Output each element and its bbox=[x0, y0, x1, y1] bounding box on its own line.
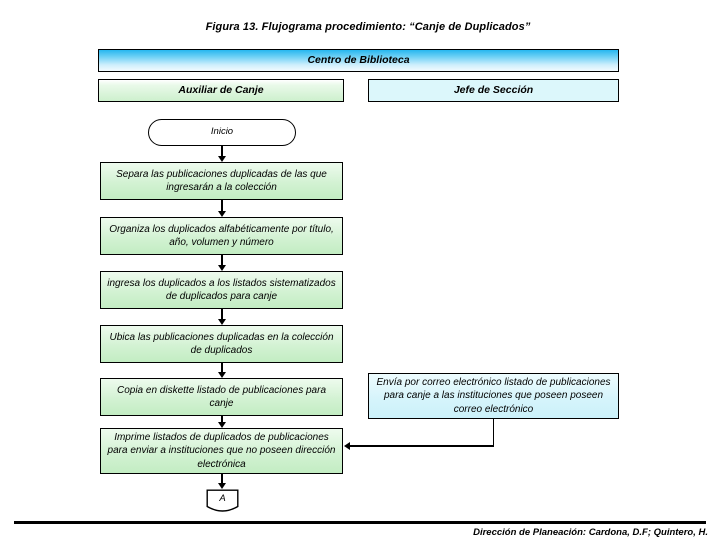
page-title: Figura 13. Flujograma procedimiento: “Ca… bbox=[205, 21, 531, 33]
node-ingresa-duplicados-listados: ingresa los duplicados a los listados si… bbox=[100, 271, 343, 309]
footer-divider bbox=[14, 521, 706, 524]
connector-organiza-to-ingresa bbox=[221, 255, 223, 265]
arrowhead-separa-to-organiza bbox=[218, 211, 226, 217]
connector-separa-to-organiza bbox=[221, 200, 223, 211]
arrowhead-imprime-to-a bbox=[218, 483, 226, 489]
arrowhead-copia-to-imprime bbox=[218, 422, 226, 428]
connector-envia-drop bbox=[492, 419, 495, 446]
node-organiza-duplicados: Organiza los duplicados alfabéticamente … bbox=[100, 217, 343, 255]
connector-copia-to-imprime bbox=[221, 416, 223, 422]
node-connector-a bbox=[206, 489, 239, 514]
connector-inicio-to-separa bbox=[221, 146, 223, 156]
connector-envia-to-imprime bbox=[350, 445, 494, 447]
node-copia-diskette: Copia en diskette listado de publicacion… bbox=[100, 378, 343, 416]
node-envia-correo-electronico: Envía por correo electrónico listado de … bbox=[368, 373, 619, 419]
lane-header-auxiliar-de-canje: Auxiliar de Canje bbox=[98, 79, 344, 102]
node-separa-publicaciones: Separa las publicaciones duplicadas de l… bbox=[100, 162, 343, 200]
node-imprime-listados: Imprime listados de duplicados de public… bbox=[100, 428, 343, 474]
lane-header-jefe-de-seccion: Jefe de Sección bbox=[368, 79, 619, 102]
connector-imprime-to-a bbox=[221, 474, 223, 483]
arrowhead-inicio-to-separa bbox=[218, 156, 226, 162]
arrowhead-ubica-to-copia bbox=[218, 372, 226, 378]
connector-ubica-to-copia bbox=[221, 363, 223, 372]
footer-credit: Dirección de Planeación: Cardona, D.F; Q… bbox=[473, 527, 708, 538]
connector-ingresa-to-ubica bbox=[221, 309, 223, 319]
arrowhead-organiza-to-ingresa bbox=[218, 265, 226, 271]
node-inicio-terminator: Inicio bbox=[148, 119, 296, 146]
banner-centro-de-biblioteca: Centro de Biblioteca bbox=[98, 49, 619, 72]
node-ubica-publicaciones: Ubica las publicaciones duplicadas en la… bbox=[100, 325, 343, 363]
connector-a-label: A bbox=[219, 493, 226, 504]
arrowhead-ingresa-to-ubica bbox=[218, 319, 226, 325]
off-page-connector-shape bbox=[206, 489, 239, 512]
arrowhead-envia-to-imprime bbox=[344, 441, 350, 450]
